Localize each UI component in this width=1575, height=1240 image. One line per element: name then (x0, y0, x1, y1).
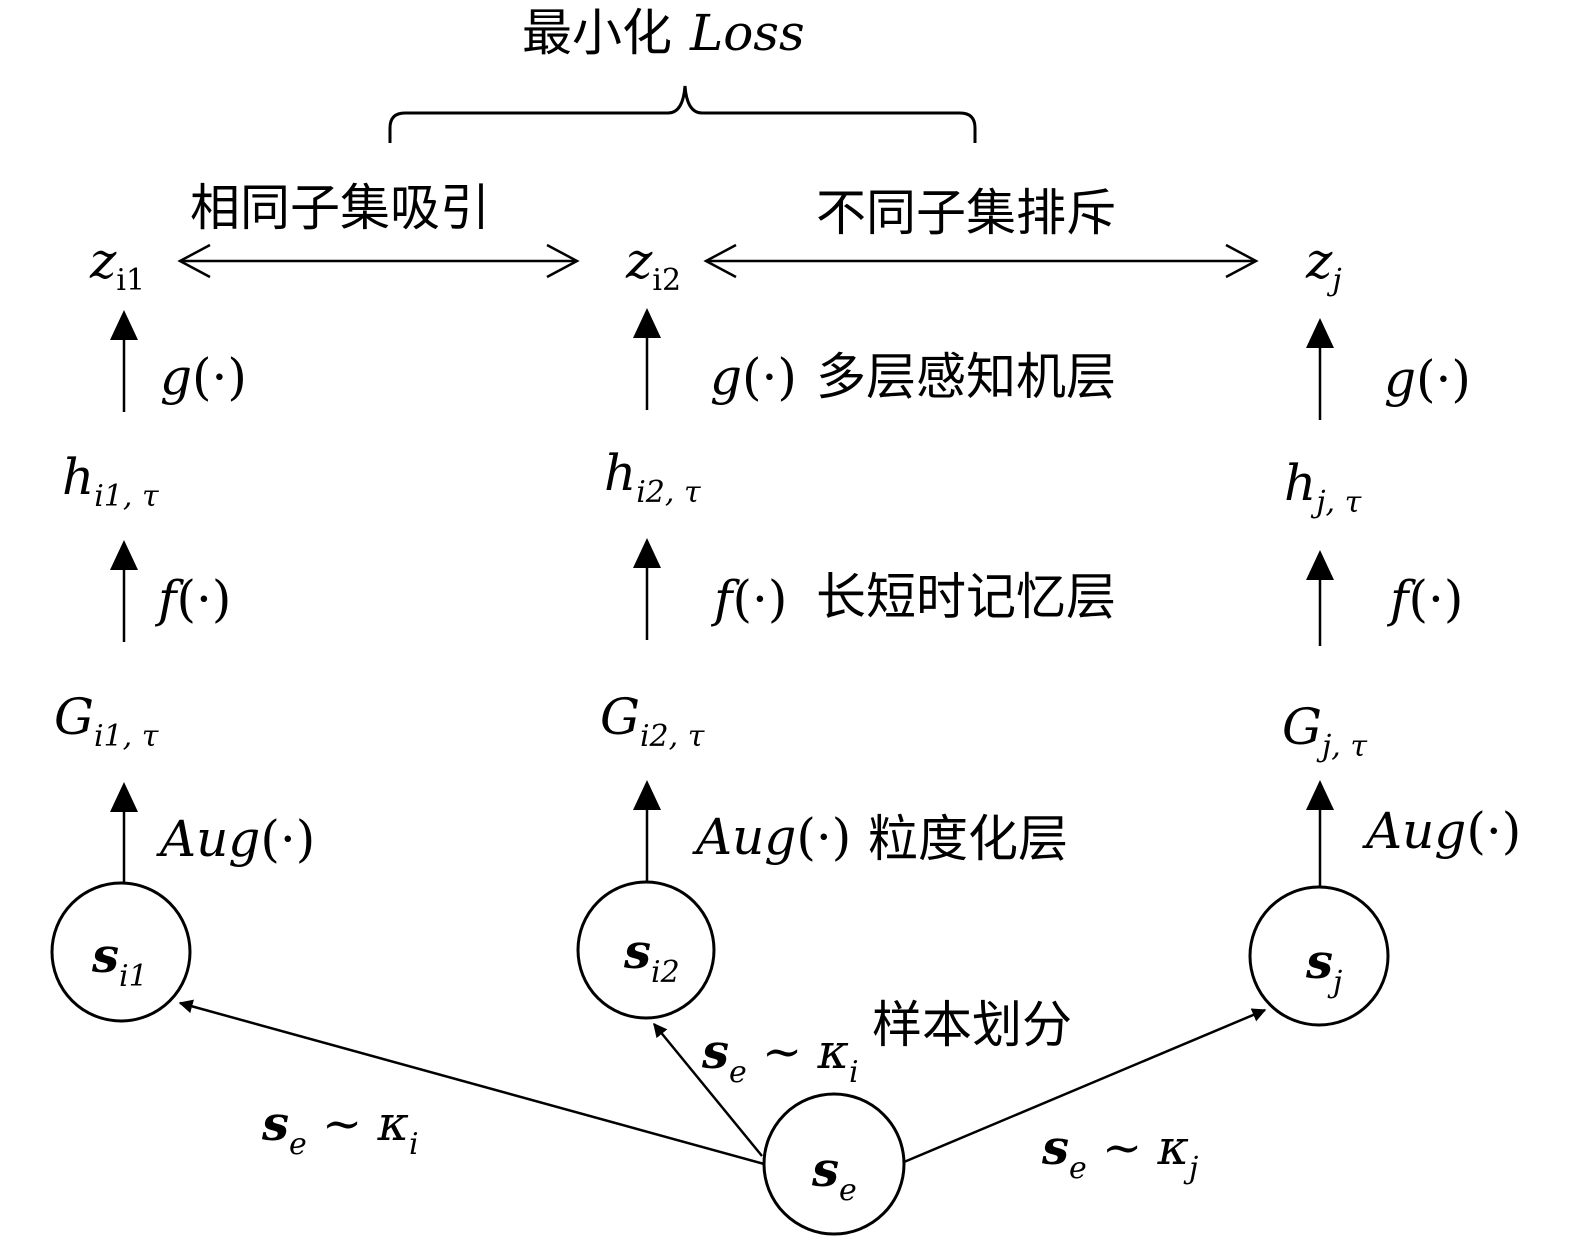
func-f-i2: f(·) (714, 570, 788, 628)
func-aug-j: Aug(·) (1366, 802, 1522, 860)
edge-label-right: se ~ κj (1042, 1120, 1199, 1186)
node-circle-s-i2 (576, 880, 716, 1020)
func-g-j: g(·) (1384, 350, 1471, 408)
node-G-j: Gj, τ (1282, 698, 1367, 764)
attract-label: 相同子集吸引 (190, 179, 490, 237)
func-aug-i2: Aug(·) (696, 808, 852, 866)
node-circle-s-j (1248, 885, 1390, 1027)
node-s-e: se (812, 1142, 857, 1208)
layer-granular-label: 粒度化层 (868, 810, 1068, 868)
func-aug-i1: Aug(·) (160, 810, 316, 868)
node-G-i1: Gi1, τ (54, 688, 159, 754)
layer-partition-label: 样本划分 (872, 996, 1072, 1054)
func-g-i2: g(·) (710, 348, 797, 406)
partition-edge-left (178, 999, 765, 1166)
func-f-j: f(·) (1390, 570, 1464, 628)
node-h-i1: hi1, τ (62, 448, 159, 514)
loss-brace (388, 85, 977, 143)
node-z-j: zj (1306, 232, 1342, 298)
partition-edge-right (903, 1008, 1267, 1164)
node-s-j: sj (1306, 934, 1343, 1000)
repel-arrow (703, 243, 1259, 279)
node-G-i2: Gi2, τ (600, 688, 705, 754)
partition-edge-mid (653, 1022, 763, 1157)
node-z-i1: zi1 (90, 232, 146, 298)
column-j-arrows (1306, 318, 1334, 888)
loss-title: 最小化 Loss (522, 8, 805, 58)
edge-label-mid: se ~ κi (702, 1024, 859, 1090)
node-circle-s-i1 (50, 881, 192, 1023)
loss-title-math: Loss (690, 4, 805, 62)
edge-label-left: se ~ κi (262, 1096, 419, 1162)
node-s-i1: si1 (92, 928, 148, 994)
repel-label: 不同子集排斥 (816, 184, 1116, 242)
loss-title-cjk: 最小化 (522, 4, 672, 62)
func-f-i1: f(·) (158, 570, 232, 628)
node-h-j: hj, τ (1284, 454, 1362, 520)
column-i1-arrows (110, 310, 138, 884)
layer-mlp-label: 多层感知机层 (816, 348, 1116, 406)
attract-arrow (177, 243, 580, 279)
layer-lstm-label: 长短时记忆层 (816, 568, 1116, 626)
node-h-i2: hi2, τ (604, 444, 701, 510)
node-s-i2: si2 (624, 924, 680, 990)
column-i2-arrows (633, 308, 661, 882)
node-z-i2: zi2 (626, 232, 682, 298)
func-g-i1: g(·) (160, 348, 247, 406)
